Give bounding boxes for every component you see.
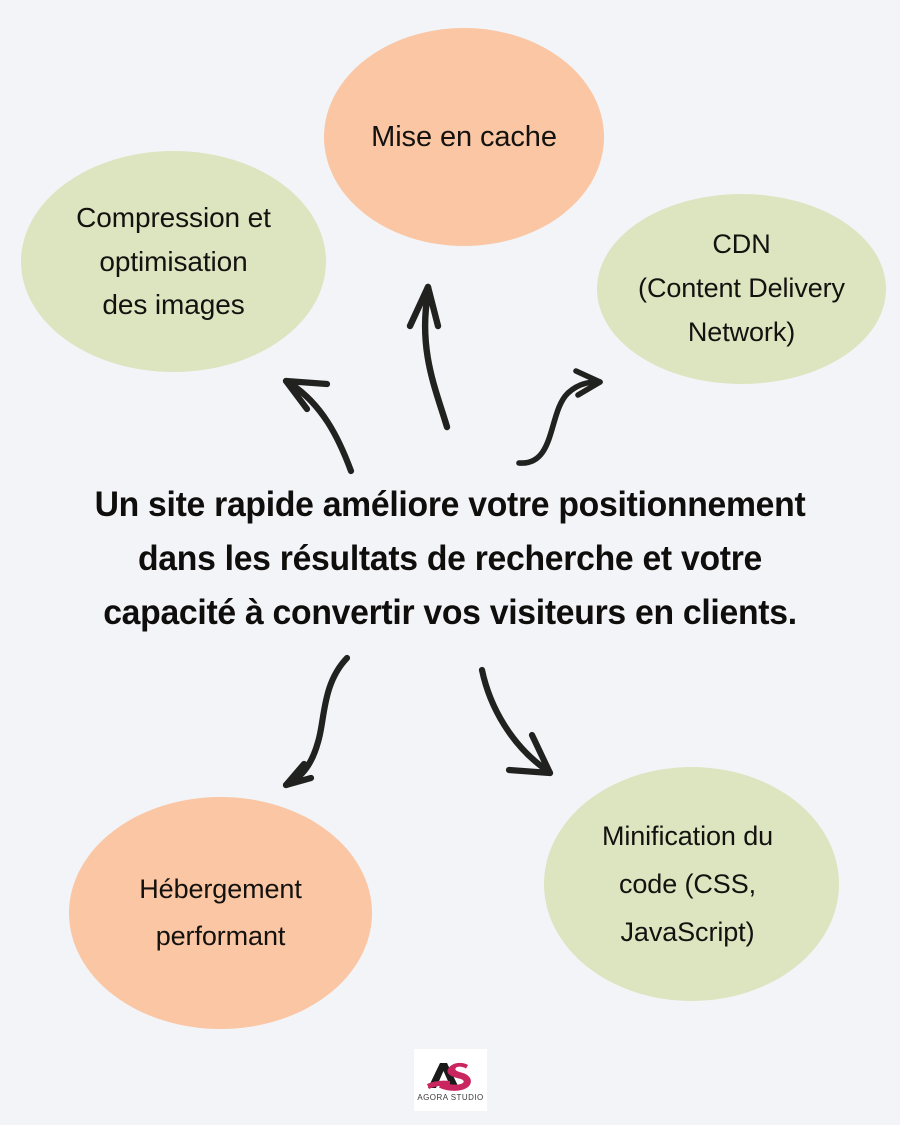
- arrow-to-compression: [282, 377, 355, 475]
- arrow-to-minification: [478, 666, 554, 777]
- as-monogram-icon: [426, 1062, 471, 1091]
- node-hebergement-performant[interactable]: Hébergement performant: [69, 797, 372, 1029]
- logo-wordmark: AGORA STUDIO: [417, 1092, 484, 1102]
- node-mise-en-cache[interactable]: Mise en cache: [324, 28, 604, 246]
- node-label-compression: Compression et optimisation des images: [76, 202, 271, 321]
- agora-studio-logo: AGORA STUDIO: [414, 1049, 487, 1111]
- node-label-cdn: CDN (Content Delivery Network): [638, 229, 845, 347]
- arrow-to-cache: [406, 283, 451, 431]
- node-label-minification: Minification du code (CSS, JavaScript): [601, 820, 774, 948]
- node-label-hebergement: Hébergement performant: [139, 873, 302, 951]
- arrow-to-hebergement: [282, 654, 351, 789]
- node-label-cache: Mise en cache: [371, 120, 557, 153]
- arrow-to-cdn: [516, 368, 603, 466]
- node-compression-optimisation-images[interactable]: Compression et optimisation des images: [21, 151, 326, 372]
- center-statement: Un site rapide améliore votre positionne…: [94, 484, 806, 632]
- node-minification-code[interactable]: Minification du code (CSS, JavaScript): [544, 767, 839, 1001]
- node-cdn[interactable]: CDN (Content Delivery Network): [597, 194, 886, 384]
